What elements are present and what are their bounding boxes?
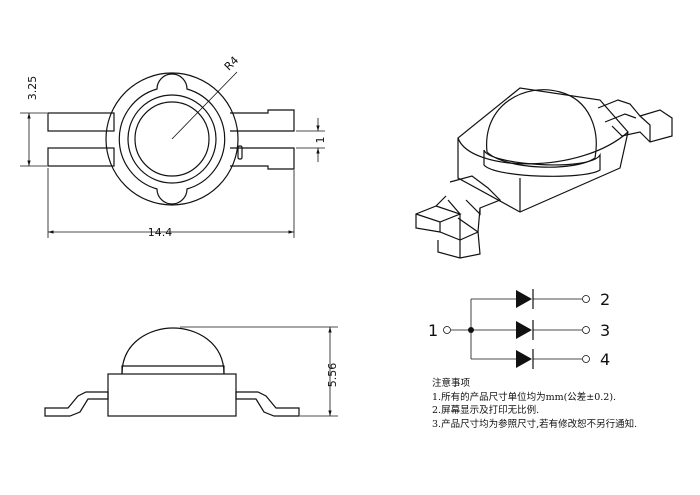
lens-housing — [118, 73, 226, 205]
pin-label-4: 4 — [600, 350, 610, 369]
iso-left-lead-1 — [415, 175, 502, 241]
side-body — [107, 373, 237, 417]
right-lead-upper — [230, 109, 295, 132]
radius-leader — [171, 71, 238, 140]
side-height-label: 5.56 — [326, 363, 339, 388]
lens — [134, 101, 210, 177]
terminal-3 — [582, 326, 590, 334]
terminal-1 — [443, 326, 451, 334]
iso-dome-base — [483, 149, 601, 177]
left-lead-lower — [47, 147, 115, 167]
isometric-view — [415, 87, 673, 259]
width-label: 14.4 — [148, 226, 173, 239]
note-item-2: 2.屏幕显示及打印无比例. — [432, 405, 540, 416]
side-dome — [121, 327, 225, 375]
led-diode-2 — [516, 321, 532, 339]
terminal-2 — [582, 295, 590, 303]
pin-gap-label: 1 — [314, 137, 327, 144]
schematic: 1 2 3 4 — [428, 289, 610, 369]
terminal-4 — [582, 355, 590, 363]
top-view: R4 3.25 14.4 1 — [20, 54, 327, 239]
led-diode-3 — [516, 350, 532, 368]
right-lead-lower — [230, 147, 295, 170]
body-outline — [105, 72, 239, 206]
pin-label-1: 1 — [428, 321, 438, 340]
pin-label-2: 2 — [600, 290, 610, 309]
polarity-mark — [237, 145, 243, 160]
led-diode-1 — [516, 290, 532, 308]
left-lead-upper — [47, 112, 115, 132]
notes-block: 注意事项 1.所有的产品尺寸单位均为mm(公差±0.2). 2.屏幕显示及打印无… — [432, 377, 697, 431]
top-height-label: 3.25 — [26, 76, 39, 101]
note-item-1: 1.所有的产品尺寸单位均为mm(公差±0.2). — [432, 391, 617, 403]
pin-label-3: 3 — [600, 321, 610, 340]
iso-right-lead-1 — [597, 99, 673, 143]
note-item-3: 3.产品尺寸均为参照尺寸,若有修改恕不另行通知. — [432, 418, 638, 430]
iso-dome — [486, 89, 597, 168]
lens-ring — [127, 94, 217, 184]
side-view: 5.56 — [44, 326, 339, 417]
side-right-lead — [235, 391, 300, 417]
notes-title: 注意事项 — [432, 378, 471, 389]
side-left-lead — [44, 391, 109, 417]
radius-label: R4 — [222, 54, 242, 74]
